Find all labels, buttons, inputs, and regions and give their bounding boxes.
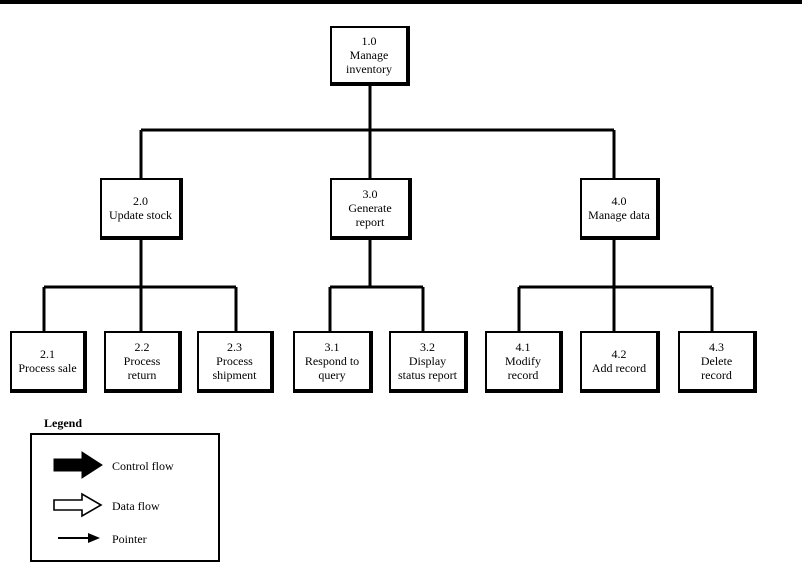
node-label: report (355, 215, 385, 229)
node-number: 2.1 (40, 347, 55, 361)
node-label: Process (123, 354, 161, 368)
node-3-0: 3.0 Generate report (330, 178, 412, 240)
legend-label-pointer: Pointer (112, 532, 147, 546)
pointer-arrow-icon (58, 533, 100, 543)
node-label: Modify (505, 354, 541, 368)
legend-label-control-flow: Control flow (112, 459, 174, 473)
node-label: Respond to (304, 354, 360, 368)
node-1-0: 1.0 Manage inventory (330, 26, 410, 86)
node-label: Manage data (588, 208, 650, 222)
node-label: Process (216, 354, 253, 368)
node-3-2: 3.2 Display status report (389, 331, 468, 393)
node-4-1: 4.1 Modify record (485, 331, 563, 393)
legend-label-data-flow: Data flow (112, 499, 160, 513)
node-number: 3.2 (420, 340, 435, 354)
node-number: 1.0 (361, 34, 377, 48)
node-number: 4.0 (611, 194, 627, 208)
node-4-2: 4.2 Add record (580, 331, 660, 393)
top-border-line (0, 0, 802, 4)
node-label: record (507, 368, 539, 382)
node-number: 3.1 (324, 340, 340, 354)
node-4-3: 4.3 Delete record (678, 331, 757, 393)
node-number: 2.3 (227, 340, 242, 354)
node-label: return (127, 368, 157, 382)
node-label: inventory (346, 62, 392, 76)
node-label: query (318, 368, 346, 382)
node-2-0: 2.0 Update stock (100, 178, 183, 240)
node-number: 3.0 (362, 187, 378, 201)
node-label: record (701, 368, 732, 382)
node-label: Update stock (109, 208, 172, 222)
legend-title: Legend (44, 416, 83, 430)
node-number: 4.1 (515, 340, 531, 354)
node-label: Generate (348, 201, 392, 215)
node-number: 4.2 (611, 347, 627, 361)
node-label: shipment (212, 368, 257, 382)
filled-arrow-icon (53, 451, 103, 479)
hollow-arrow-icon (53, 492, 103, 518)
node-2-2: 2.2 Process return (104, 331, 182, 393)
node-label: Display (408, 354, 447, 368)
node-label: Delete (700, 354, 733, 368)
node-2-3: 2.3 Process shipment (197, 331, 274, 393)
node-number: 2.2 (134, 340, 150, 354)
node-4-0: 4.0 Manage data (580, 178, 660, 240)
node-number: 2.0 (133, 194, 148, 208)
node-label: Process sale (18, 361, 77, 375)
node-3-1: 3.1 Respond to query (293, 331, 373, 393)
node-2-1: 2.1 Process sale (10, 331, 87, 393)
node-label: Manage (349, 48, 389, 62)
node-label: Add record (591, 361, 647, 375)
node-label: status report (398, 368, 457, 382)
node-number: 4.3 (709, 340, 724, 354)
legend-box: Control flow Data flow Pointer (30, 433, 220, 562)
